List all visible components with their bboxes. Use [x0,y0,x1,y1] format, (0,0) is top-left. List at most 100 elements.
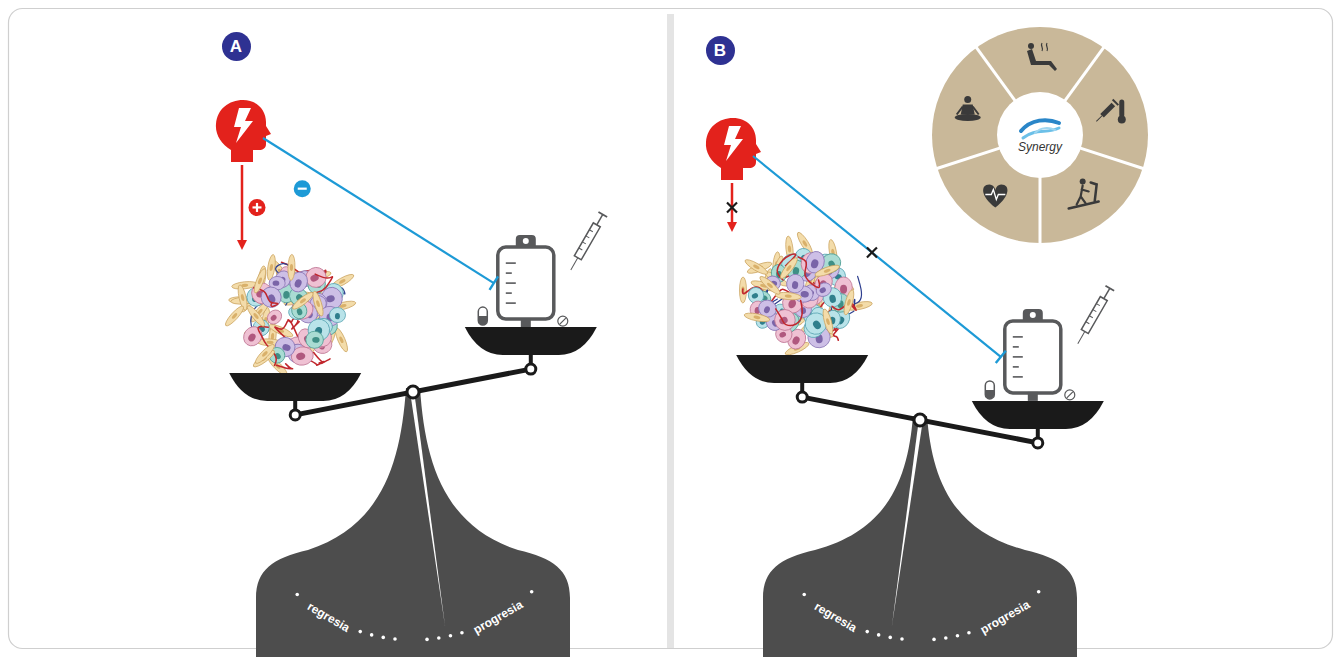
tumor-cell [290,297,316,322]
stromal-cell-body [778,256,800,281]
stromal-nucleus [338,278,346,284]
iv-bag-hole [523,238,529,244]
wheel-icon [1069,178,1099,208]
tumor-illustration [223,254,356,378]
scale-pan [229,373,361,401]
scale-pointer [892,426,922,626]
block-mark [727,203,737,213]
tumor-cell-body [306,331,324,348]
beam-joint [290,410,300,420]
stromal-nucleus [261,350,268,357]
tumor-cell-body [772,306,799,333]
stromal-cell-body [288,254,296,280]
synergy-swirl [1017,115,1063,141]
iv-bag-scale [506,282,516,284]
syringe-scale [1096,304,1099,306]
gauge-dot [295,593,299,597]
syringe-scale [589,230,592,232]
stromal-nucleus [753,315,760,319]
plus-sign [249,199,266,216]
pill [478,307,487,325]
tumor-cell [786,273,806,294]
scale-stand-body [256,388,570,657]
wheel-separator [935,147,1002,169]
recliner-head [1028,43,1034,49]
gauge-dot [932,638,936,642]
head-silhouette [216,100,271,162]
tumor-cell-nucleus [335,313,340,319]
syringe [566,212,607,272]
iv-bag-body [1005,321,1061,393]
scale-drawing [256,388,570,657]
gauge-dot [1037,590,1041,594]
blood-vessel [854,276,862,305]
tumor-cell-nucleus [792,281,799,290]
syringe-icon [1094,99,1119,124]
scale-pan [736,355,868,383]
sign-bar [256,203,258,212]
syringe-icon-needle [1096,116,1102,122]
tumor-cell-nucleus [811,319,822,330]
tumor-cell [772,306,799,333]
swirl-stroke [1023,128,1059,138]
iv-bag-scale [1013,376,1023,378]
syringe-scale [586,236,589,238]
stromal-cell-body [758,274,782,296]
syringe-scale [1086,322,1089,324]
wheel-icon [955,96,981,121]
beam-joint [526,364,536,374]
panel-badge: A [222,32,251,61]
tumor-cell [264,307,284,327]
tumor-cell-nucleus [791,335,801,346]
stromal-cell [288,254,296,280]
ecg-line [985,189,1005,199]
beam-pivot [914,414,926,426]
stromal-nucleus [766,282,773,289]
pill-half [478,316,487,325]
stromal-cell-body [245,304,267,329]
syringe-scale [1089,316,1092,318]
runner-head [1080,178,1086,184]
recliner-icon [1027,49,1057,71]
lightning-bolt [234,108,253,143]
tumor-cell-nucleus [778,316,789,325]
beam-joint [1033,438,1043,448]
syringe-handle [598,212,607,217]
swirl-stroke [1035,128,1055,133]
gauge-dot [956,634,960,638]
scale-stand: regresiaprogresia [256,388,570,657]
stromal-cell [778,256,800,281]
inhibition-bar [490,276,499,290]
tumor-cell-nucleus [763,305,771,314]
stromal-cell [291,290,316,311]
gauge-dot [900,637,904,641]
tumor-cell-nucleus [751,292,759,299]
tumor-cell-nucleus [810,258,820,269]
panel-frame [9,9,1333,649]
stromal-nucleus [290,264,293,271]
tumor-cell [306,331,324,348]
gauge-dot [877,633,881,637]
scale-pan [465,327,597,355]
stromal-cell-body [253,342,276,365]
iv-bag-nozzle [1028,392,1038,401]
tumor-cell-nucleus [273,281,280,286]
stimulation-arrow [731,183,734,225]
stromal-nucleus [846,299,851,307]
block-mark [727,203,737,213]
wheel-icon [1027,43,1057,71]
stromal-cell [253,342,276,365]
pill [985,381,994,399]
wheel-separator [975,46,1016,103]
stromal-nucleus [315,300,320,308]
tablet [558,316,568,326]
iv-bag-scale [1013,366,1019,368]
stromal-cell-body [821,308,835,335]
stromal-cell [743,257,769,276]
iv-bag-hole [1030,312,1036,318]
syringe-barrel [1081,297,1107,334]
wheel-separator [1064,46,1105,103]
stromal-cell [814,263,841,279]
